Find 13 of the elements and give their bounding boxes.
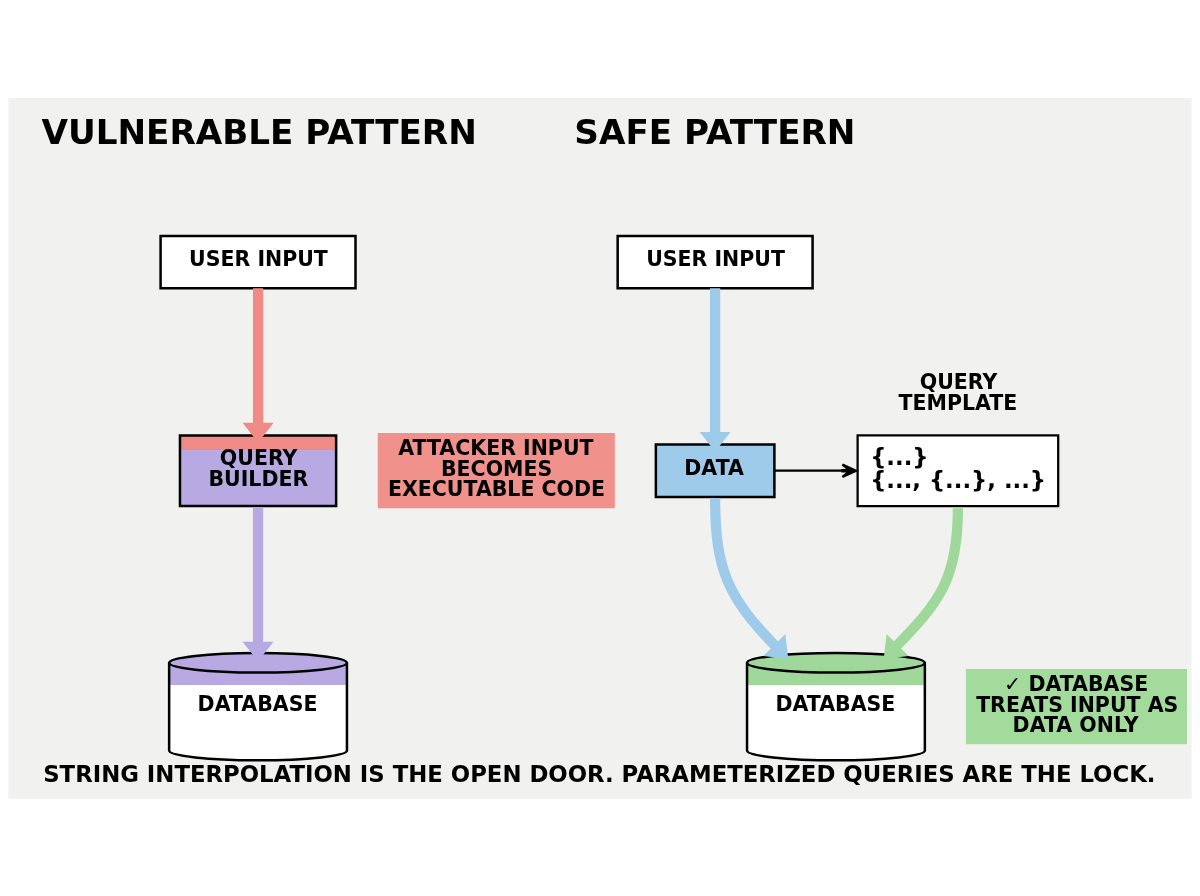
node-box: USER INPUT bbox=[616, 234, 814, 290]
arrow bbox=[710, 497, 789, 659]
node-label: ✓ DATABASE TREATS INPUT AS DATA ONLY bbox=[976, 671, 1179, 737]
node-box: QUERY BUILDER bbox=[178, 433, 338, 507]
caption: STRING INTERPOLATION IS THE OPEN DOOR. PARAMETERIZED QUERIES ARE THE LOCK. bbox=[43, 760, 1156, 787]
label: ATTACKER INPUT BECOMES EXECUTABLE CODE bbox=[387, 435, 606, 501]
label: SAFE PATTERN bbox=[574, 111, 856, 152]
node-label: QUERY TEMPLATE bbox=[898, 369, 1018, 415]
label: VULNERABLE PATTERN bbox=[41, 111, 477, 152]
arrow bbox=[774, 462, 858, 478]
arrow bbox=[883, 507, 964, 659]
node-box: DATA bbox=[654, 442, 776, 498]
node-box: USER INPUT bbox=[159, 234, 357, 290]
